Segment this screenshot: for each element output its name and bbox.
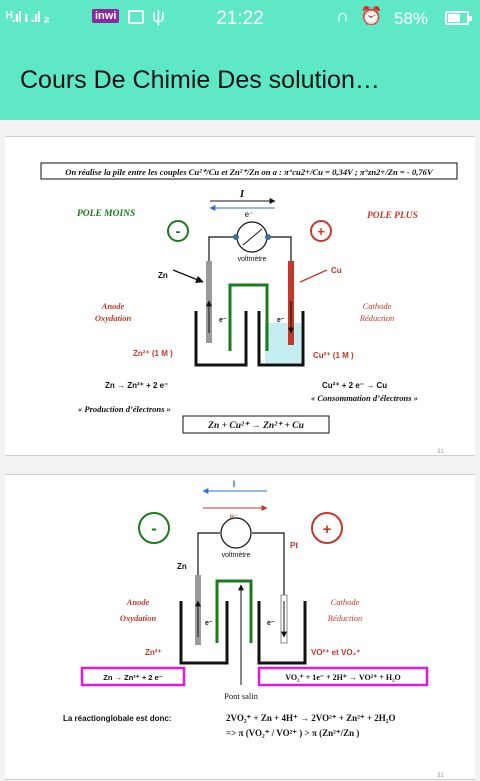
app-bar: Cours De Chimie Des solution… [0, 36, 480, 120]
cathode-label: Cathode [331, 597, 360, 607]
current-label: I [233, 479, 236, 489]
carrier-badge: inwi [92, 9, 120, 23]
pole-minus-label: POLE MOINS [77, 209, 135, 219]
minus-sign: - [176, 223, 181, 240]
battery-percent: 58% [394, 9, 429, 28]
battery-fill [448, 14, 460, 22]
anode-label: Anode [101, 301, 125, 311]
anode-label: Anode [126, 597, 150, 607]
status-bar: ᴴ.ıl ı .ıl ₂ inwi ψ 21:22 ∩ ⏰ 58% [0, 0, 480, 36]
plus-circle [310, 220, 332, 242]
global-reaction: Zn + Cu²⁺ → Zn²⁺ + Cu [207, 421, 304, 431]
slide-31[interactable]: On réalise la pile entre les couples Cu²… [5, 136, 475, 456]
electron-label: e⁻ [230, 512, 239, 521]
global-reaction-label: La réactionglobale est donc: [63, 714, 171, 723]
zn-ion-label: Zn²⁺ [145, 648, 162, 657]
reduction-label: Réduction [327, 613, 362, 623]
beaker-right [257, 311, 305, 367]
voltmeter-label: voltmètre [238, 256, 267, 263]
production-text: « Production d’électrons » [78, 404, 171, 414]
zn-half-reaction: Zn → Zn²⁺ + 2 e⁻ [105, 381, 168, 390]
battery-icon [445, 11, 472, 25]
plus-circle [311, 512, 343, 544]
global-reaction-box [182, 415, 330, 434]
wire-right [252, 532, 285, 595]
zn-ion-label: Zn²⁺ (1 M ) [133, 349, 173, 358]
page-number: 32 [437, 773, 444, 779]
zn-pointer [172, 269, 204, 284]
pole-plus-label: POLE PLUS [367, 211, 418, 221]
cu-ion-label: Cu²⁺ (1 M ) [313, 351, 354, 360]
minus-circle [138, 512, 170, 544]
pt-electrode [280, 594, 288, 644]
vo-ions-label: VO²⁺ et VO₂⁺ [311, 648, 360, 657]
cu-solution [265, 323, 301, 363]
voltmeter-terminal-right [265, 234, 271, 240]
minus-circle [167, 220, 189, 242]
electron-label: e⁻ [245, 210, 254, 219]
electron-left-label: e⁻ [205, 620, 213, 627]
alarm-icon: ⏰ [360, 6, 383, 26]
zn-label: Zn [158, 271, 168, 280]
beaker-left [194, 311, 248, 367]
vo-half-reaction-box [257, 666, 429, 687]
potential-comparison: => π (VO₂⁺ / VO²⁺ ) > π (Zn²⁺/Zn ) [226, 728, 359, 738]
usb-icon: ψ [152, 6, 165, 26]
minus-sign: - [151, 519, 157, 538]
headphones-icon: ∩ [336, 6, 349, 26]
wire-left [208, 236, 236, 262]
voltmeter-icon [220, 517, 252, 549]
wire-left [197, 532, 220, 575]
salt-bridge [215, 579, 253, 643]
image-notification-icon [128, 10, 144, 24]
cu-half-reaction: Cu²⁺ + 2 e⁻ → Cu [322, 381, 387, 390]
oxidation-label: Oxydation [95, 313, 132, 323]
pt-label: Pt [290, 541, 298, 550]
vo-half-reaction: VO₂⁺ + 1e⁻ + 2H⁺ → VO²⁺ + H₂O [285, 673, 401, 682]
electron-left-label: e⁻ [219, 317, 227, 324]
voltmeter-needle [242, 228, 263, 246]
salt-bridge [228, 283, 269, 351]
global-reaction: 2VO₂⁺ + Zn + 4H⁺ → 2VO²⁺ + Zn²⁺ + 2H₂O [226, 713, 395, 723]
salt-bridge-label: Pont salin [224, 691, 259, 701]
header-text: On réalise la pile entre les couples Cu²… [65, 167, 434, 177]
signal-icon: ᴴ.ıl ı .ıl ₂ [6, 9, 50, 26]
wire-right [268, 236, 292, 262]
page-title: Cours De Chimie Des solution… [20, 66, 380, 94]
beaker-left [179, 601, 229, 665]
cu-pointer [299, 269, 328, 283]
electron-right-label: e⁻ [277, 317, 285, 324]
beaker-right [257, 601, 307, 665]
clock: 21:22 [216, 8, 264, 29]
voltmeter-label: voltmètre [222, 552, 251, 559]
page-number: 31 [437, 449, 444, 455]
plus-sign: + [323, 521, 332, 538]
electron-right-label: e⁻ [267, 620, 275, 627]
zn-half-reaction-box [80, 666, 186, 687]
reduction-label: Réduction [359, 313, 394, 323]
voltmeter-terminal-left [233, 234, 239, 240]
header-box [40, 162, 458, 180]
oxidation-label: Oxydation [120, 613, 157, 623]
current-label: I [239, 188, 245, 200]
cu-label: Cu [331, 266, 342, 275]
plus-sign: + [317, 224, 325, 239]
zn-label: Zn [177, 562, 187, 571]
consumption-text: « Consommation d’électrons » [311, 393, 418, 403]
zn-half-reaction: Zn → Zn²⁺ + 2 e⁻ [103, 673, 162, 682]
slide-32[interactable]: I e⁻ - + voltmètre Pt Zn e⁻ e⁻ Anode Oxy… [5, 474, 475, 780]
cathode-label: Cathode [363, 301, 392, 311]
